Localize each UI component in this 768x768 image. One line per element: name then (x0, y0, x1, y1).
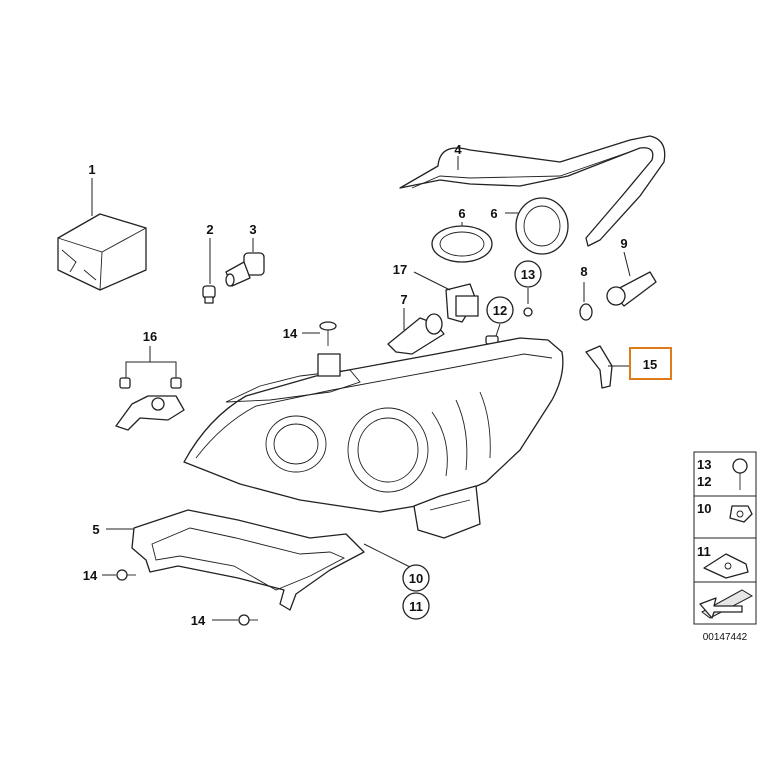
callout-7: 7 (400, 292, 407, 307)
callout-10: 10 (409, 571, 423, 586)
callout-15: 15 (643, 357, 657, 372)
callout-14c: 14 (191, 613, 206, 628)
part-14-screw-left: 14 (83, 568, 136, 583)
headlight-housing (183, 337, 564, 539)
part-16-bracket: 16 (115, 329, 185, 431)
part-17-igniter: 17 (393, 262, 479, 323)
callout-2: 2 (206, 222, 213, 237)
callout-11: 11 (409, 599, 423, 614)
callout-8: 8 (580, 264, 587, 279)
part-9-socket: 9 (606, 236, 657, 307)
callout-3: 3 (249, 222, 256, 237)
legend-13: 13 (697, 457, 711, 472)
part-12-screw: 12 (485, 296, 514, 345)
part-6-cover-left: 6 (431, 206, 493, 263)
part-4-seal: 4 (399, 135, 666, 247)
callout-6b: 6 (490, 206, 497, 221)
callout-5: 5 (92, 522, 99, 537)
legend-panel: 13 12 10 11 (693, 451, 757, 625)
document-number: 00147442 (703, 632, 748, 643)
legend-12: 12 (697, 474, 711, 489)
legend-11: 11 (697, 544, 711, 559)
part-14-screw-bottom: 14 (191, 613, 258, 628)
callout-4: 4 (454, 142, 462, 157)
part-10-11-callouts: 10 11 (363, 543, 430, 620)
part-7-xenon-bulb: 7 (387, 292, 445, 355)
callout-12: 12 (493, 303, 507, 318)
highlight-box (629, 347, 672, 380)
part-6-cover-right: 6 (490, 197, 569, 255)
callout-13: 13 (521, 267, 535, 282)
part-15-clip: 15 (585, 345, 672, 389)
callout-9: 9 (620, 236, 627, 251)
part-3-bulb-socket: 3 (225, 222, 265, 287)
part-2-bulb: 2 (202, 222, 216, 304)
callout-14a: 14 (283, 326, 298, 341)
legend-10: 10 (697, 501, 711, 516)
callout-14b: 14 (83, 568, 98, 583)
callout-1: 1 (88, 162, 95, 177)
callout-6a: 6 (458, 206, 465, 221)
callout-17: 17 (393, 262, 407, 277)
part-14-screw-top: 14 (283, 321, 337, 346)
part-5-frame: 5 (92, 509, 365, 611)
part-13-nut: 13 (514, 260, 542, 317)
part-8-bulb: 8 (579, 264, 593, 321)
part-1-box: 1 (57, 162, 147, 291)
callout-16: 16 (143, 329, 157, 344)
